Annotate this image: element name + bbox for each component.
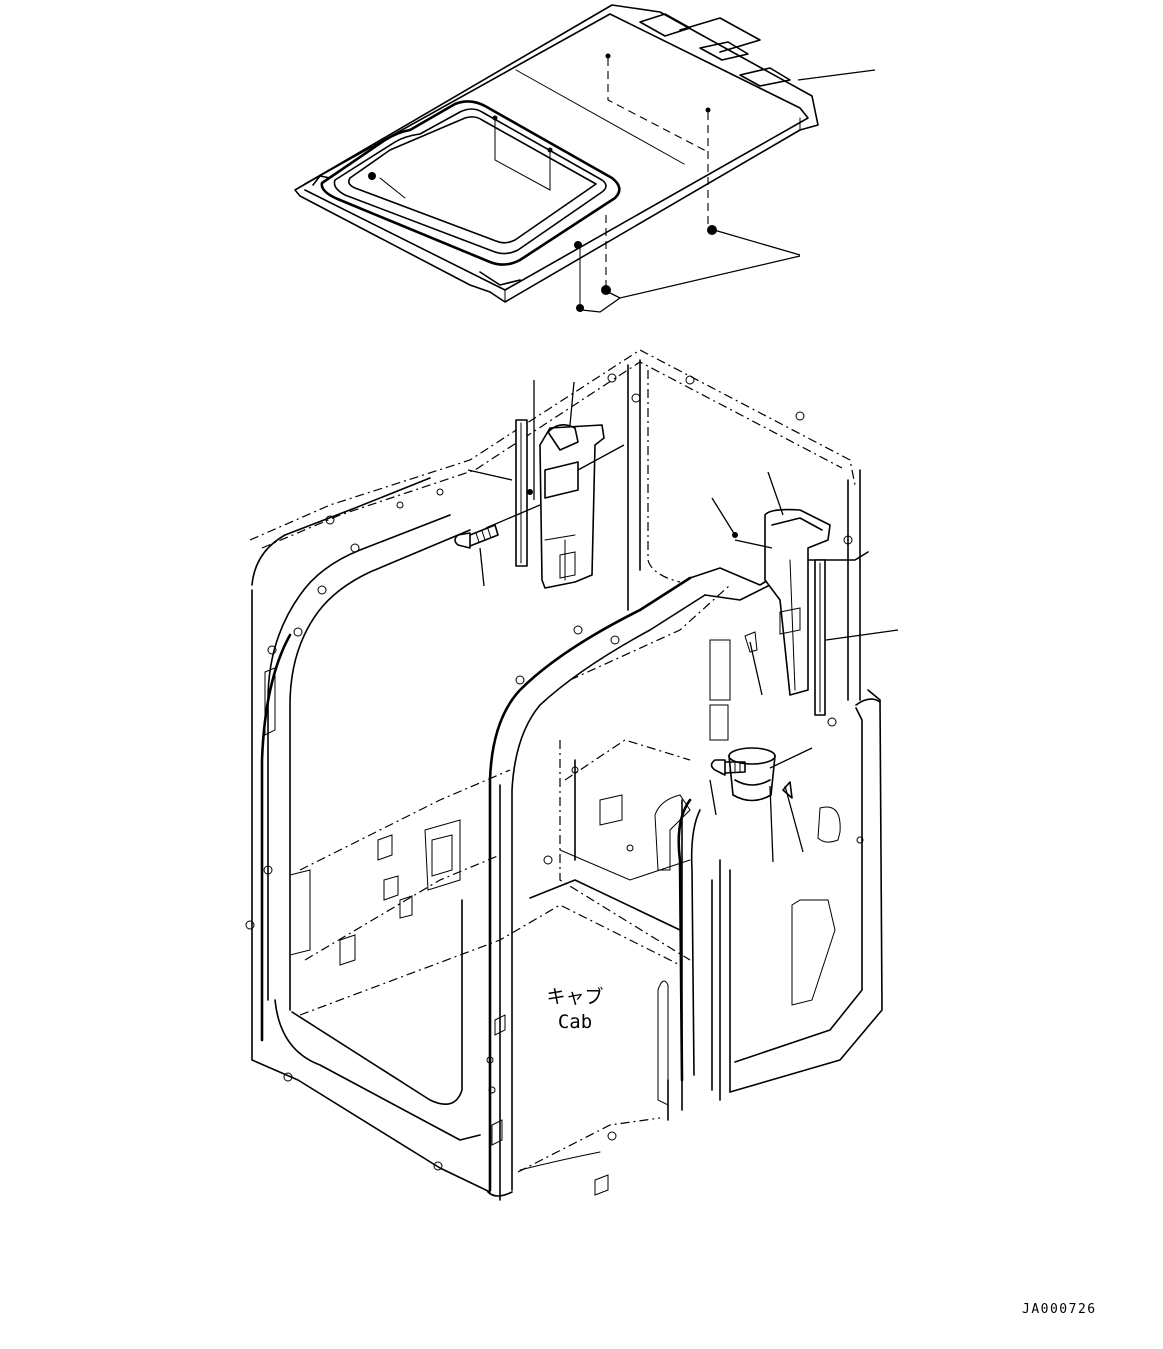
roof-panel xyxy=(294,4,876,313)
cup-holder xyxy=(728,747,813,863)
left-pillar-trim xyxy=(454,380,625,589)
cab-label-japanese: キャブ xyxy=(546,986,604,1008)
drawing-code: JA000726 xyxy=(1022,1302,1097,1317)
right-pillar-trim xyxy=(711,471,899,716)
bolt-right xyxy=(709,759,746,816)
screw-left xyxy=(454,524,499,587)
cab-label-english: Cab xyxy=(557,1011,593,1033)
